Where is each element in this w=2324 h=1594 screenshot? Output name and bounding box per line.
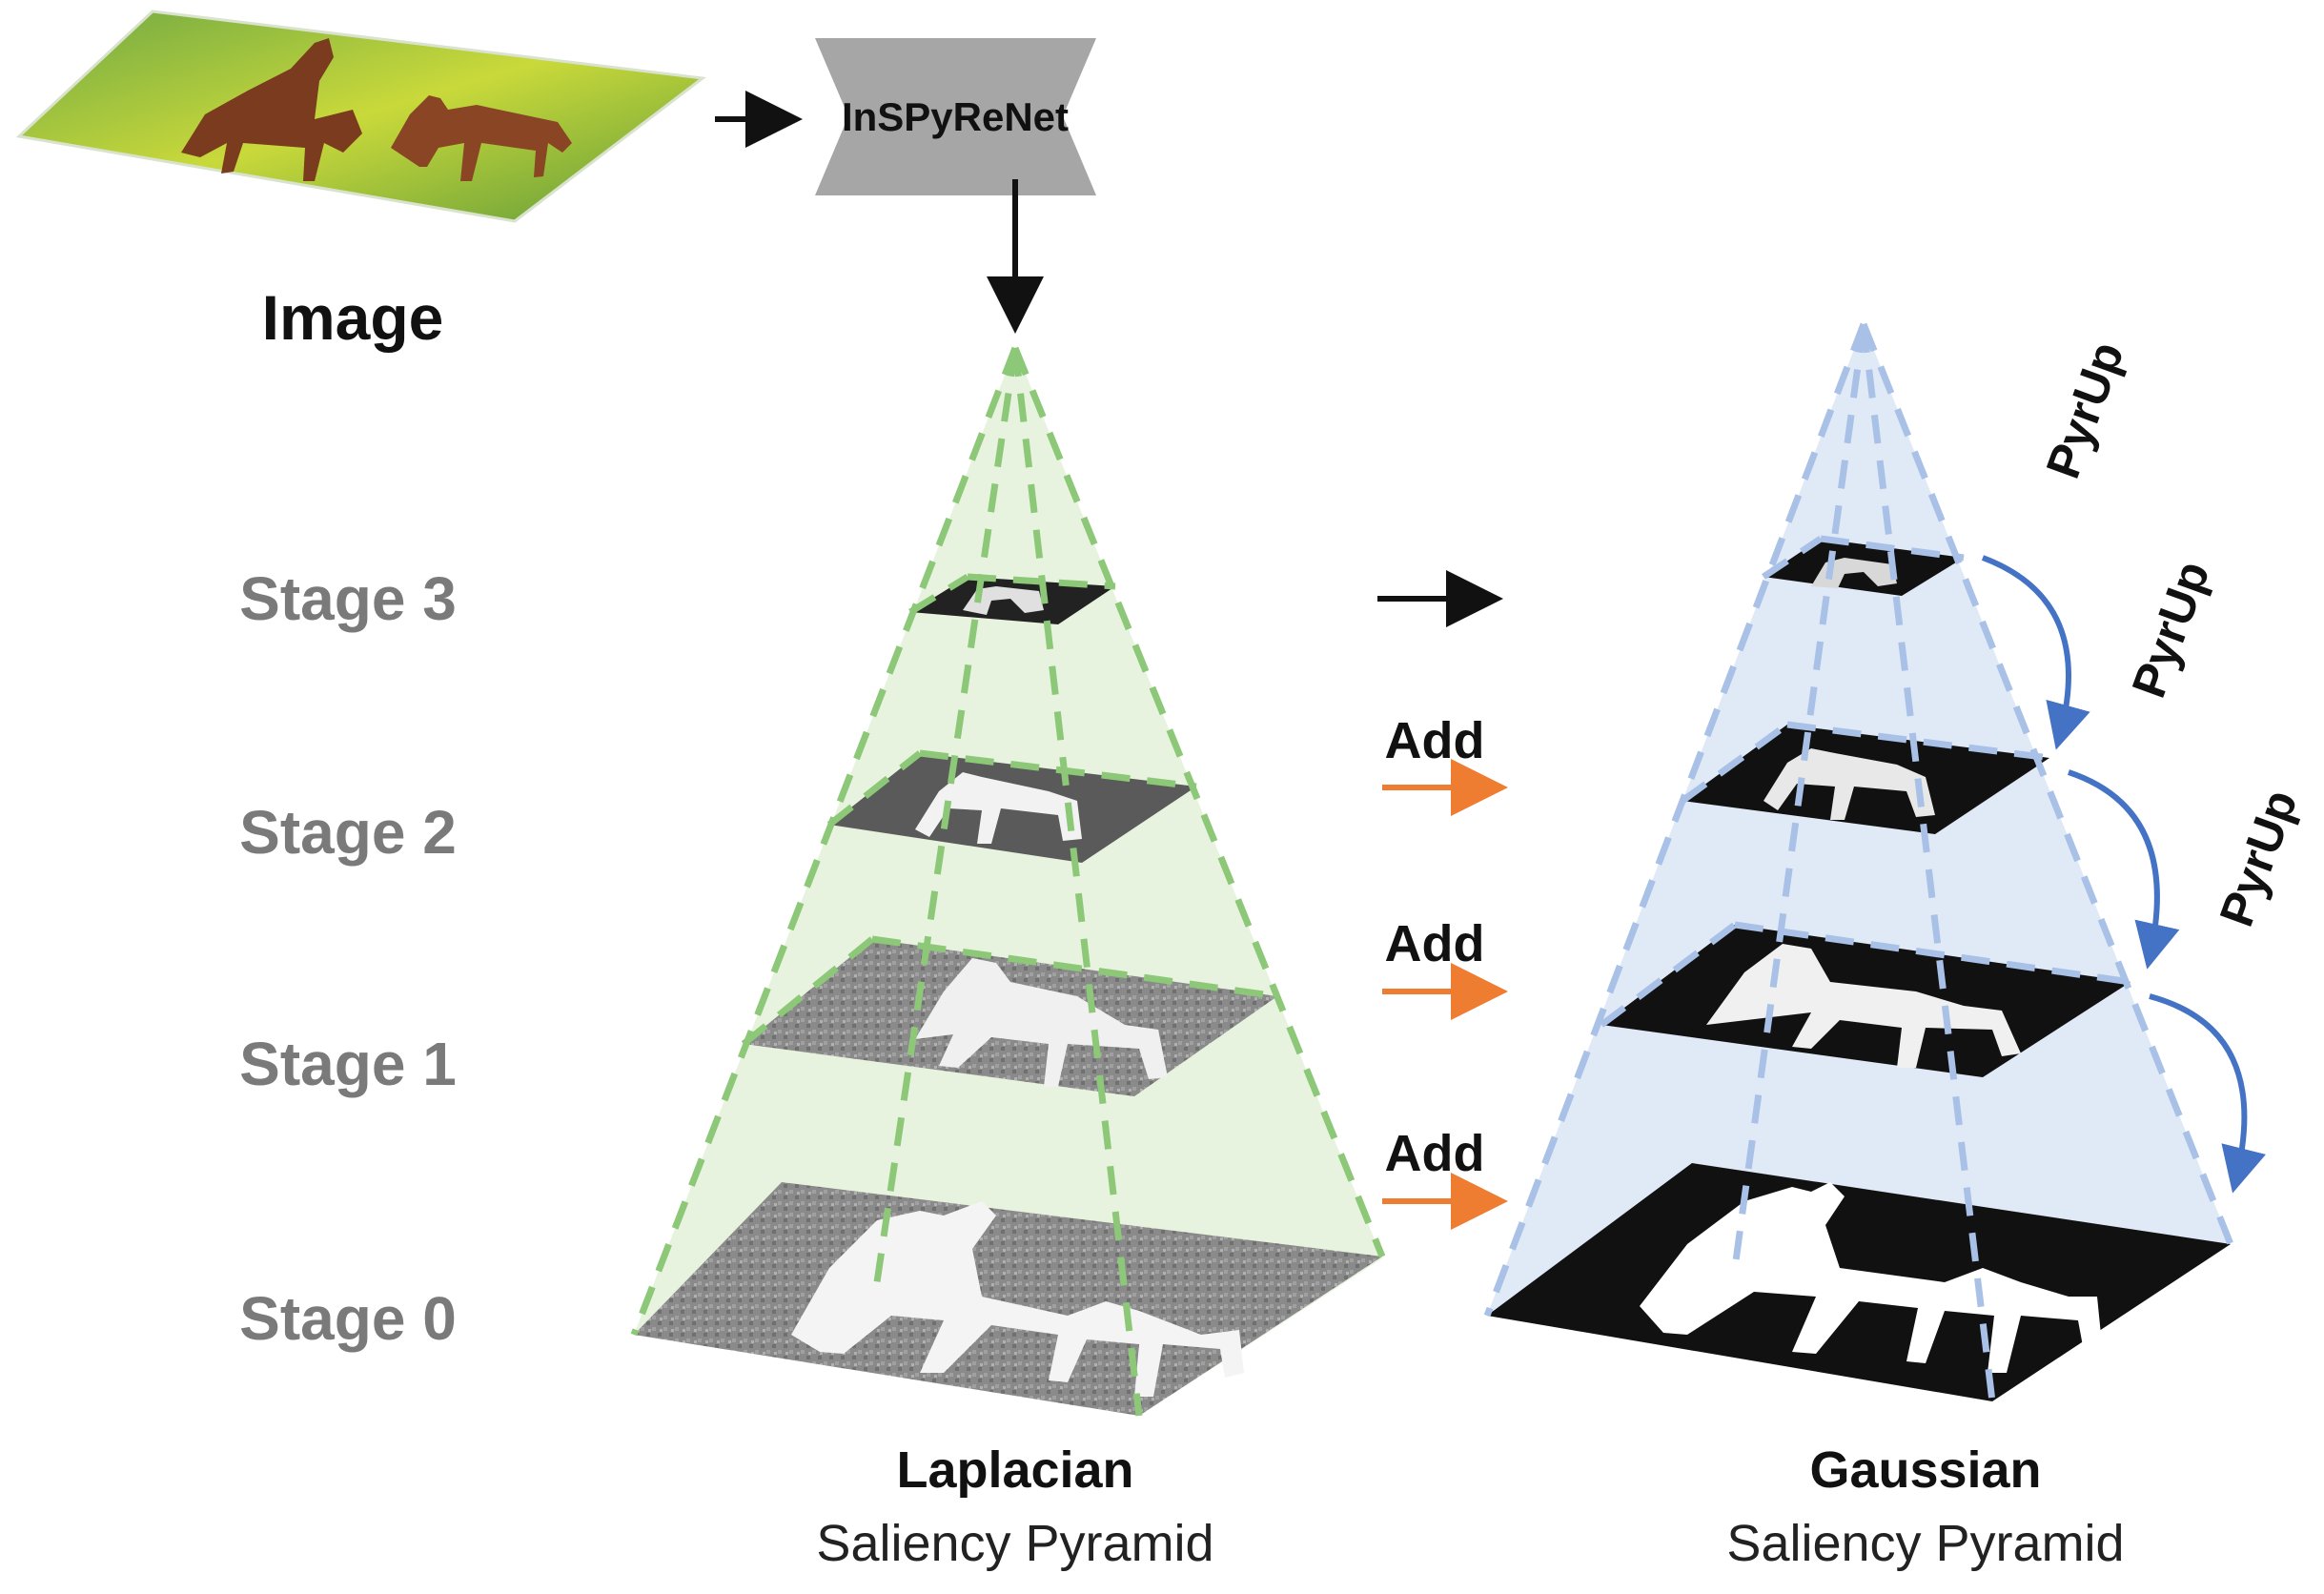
network-block: InSPyReNet — [815, 38, 1096, 195]
gaussian-plane-stage-2 — [1682, 725, 2049, 834]
stage-2-label: Stage 2 — [239, 798, 457, 867]
input-image — [15, 10, 706, 223]
laplacian-title: Laplacian — [896, 1441, 1133, 1499]
stage-3-label: Stage 3 — [239, 564, 457, 633]
pyrup-label-bottom: PyrUp — [2210, 783, 2308, 933]
add-label-stage-2: Add — [1385, 712, 1485, 769]
pyrup-label-middle: PyrUp — [2122, 554, 2220, 705]
laplacian-plane-stage-1 — [744, 939, 1277, 1096]
gaussian-pyramid-edges — [1483, 322, 2234, 1402]
laplacian-subtitle: Saliency Pyramid — [816, 1515, 1213, 1572]
gaussian-plane-stage-1 — [1601, 925, 2130, 1077]
gaussian-subtitle: Saliency Pyramid — [1726, 1515, 2124, 1572]
stage-1-label: Stage 1 — [239, 1030, 457, 1098]
horse-photo-shapes — [181, 38, 572, 181]
image-label: Image — [262, 282, 444, 353]
pyrup-arrow-3-to-2 — [1981, 555, 2090, 750]
network-label: InSPyReNet — [842, 94, 1069, 139]
pyrup-arrow-1-to-0 — [2149, 993, 2267, 1194]
gaussian-title: Gaussian — [1809, 1441, 2041, 1499]
add-label-stage-0: Add — [1385, 1125, 1485, 1182]
gaussian-pyramid-body — [1487, 324, 2231, 1401]
laplacian-pyramid-body — [634, 348, 1382, 1416]
pyrup-arrow-2-to-1 — [2068, 769, 2180, 970]
laplacian-pyramid — [630, 346, 1386, 1417]
laplacian-plane-stage-0 — [634, 1182, 1382, 1416]
pyrup-label-top: PyrUp — [2036, 335, 2134, 485]
add-label-stage-1: Add — [1385, 915, 1485, 972]
laplacian-plane-stage-3 — [910, 577, 1115, 624]
stage-0-label: Stage 0 — [239, 1284, 457, 1353]
gaussian-plane-stage-0 — [1487, 1163, 2231, 1401]
gaussian-pyramid — [1483, 322, 2234, 1402]
laplacian-plane-stage-2 — [829, 753, 1196, 863]
laplacian-pyramid-edges — [630, 346, 1386, 1417]
